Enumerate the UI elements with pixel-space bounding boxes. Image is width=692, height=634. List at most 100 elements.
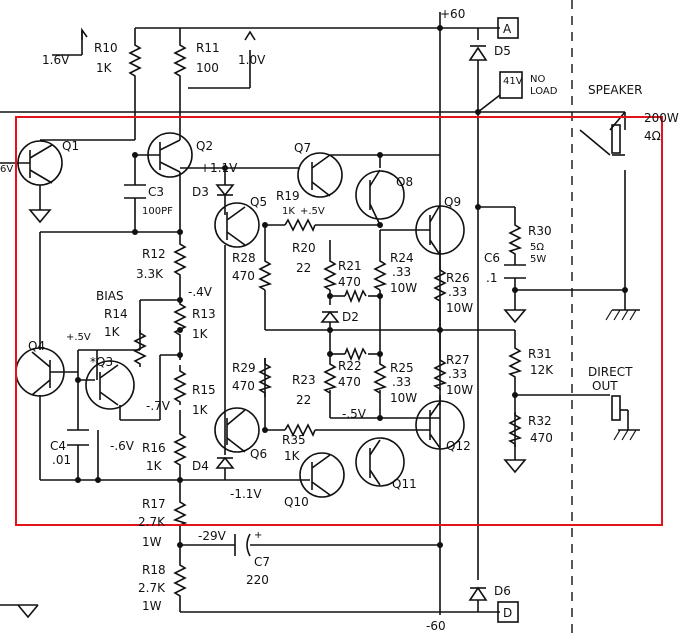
r23-value: 22 [296,393,311,407]
capacitors: + [67,184,526,557]
r29-label: R29 [232,361,256,375]
r21-label: R21 [338,259,362,273]
r24-watt: 10W [390,281,417,295]
r20-value: 22 [296,261,311,275]
speaker-label: SPEAKER [588,83,642,97]
r26-watt: 10W [446,301,473,315]
c6-label: C6 [484,251,500,265]
r22-value: 470 [338,375,361,389]
r28-value: 470 [232,269,255,283]
r14-value: 1K [104,325,121,339]
c7-label: C7 [254,555,270,569]
d5-label: D5 [494,44,511,58]
r25-label: R25 [390,361,414,375]
c4-label: C4 [50,439,66,453]
terminal-a-box [497,17,519,39]
r27-value: .33 [448,367,467,381]
q4-label: Q4 [28,339,45,353]
r20-label: R20 [292,241,316,255]
speaker-block [571,0,629,634]
d3-label: D3 [192,185,209,199]
q6-label: Q6 [250,447,267,461]
r10-label: R10 [94,41,118,55]
r30-value: 5Ω [530,242,544,253]
measure-arrows [52,27,501,113]
volt-plus-0-5-top: +.5V [300,206,325,217]
wires [0,12,626,615]
speaker-ohms: 4Ω [644,129,661,143]
r11-label: R11 [196,41,220,55]
c3-value: 100PF [142,206,173,217]
r12-value: 3.3K [136,267,164,281]
r11-value: 100 [196,61,219,75]
d4-label: D4 [192,459,209,473]
q8-label: Q8 [396,175,413,189]
q10-label: Q10 [284,495,309,509]
r32-value: 470 [530,431,553,445]
r21-value: 470 [338,275,361,289]
c7-value: 220 [246,573,269,587]
r10-value: 1K [96,61,113,75]
q3-label: *Q3 [90,355,113,369]
d6-label: D6 [494,584,511,598]
no-load-voltage: 41V [503,76,523,87]
q2-label: Q2 [196,139,213,153]
r30-label: R30 [528,224,552,238]
volt-minus-29: -29V [198,529,227,543]
direct-label: DIRECT [588,365,633,379]
r27-watt: 10W [446,383,473,397]
rail-pos-label: +60 [440,7,465,21]
r31-label: R31 [528,347,552,361]
q5-label: Q5 [250,195,267,209]
r16-label: R16 [142,441,166,455]
q1-label: Q1 [62,139,79,153]
volt-plus-0-5-left: +.5V [66,332,91,343]
bias-label: BIAS [96,289,124,303]
r14-label: R14 [104,307,128,321]
no-load-label: NO [530,74,545,85]
no-load-label-2: LOAD [530,86,558,97]
r23-label: R23 [292,373,316,387]
r13-value: 1K [192,327,209,341]
r18-label: R18 [142,563,166,577]
r17-label: R17 [142,497,166,511]
svg-text:+: + [254,530,262,541]
c6-value: .1 [486,271,497,285]
terminal-a-label: A [503,22,512,36]
c4-value: .01 [52,453,71,467]
r30-watt: 5W [530,254,546,265]
r24-label: R24 [390,251,414,265]
voltage-1-6: 1.6V [42,53,70,67]
q11-label: Q11 [392,477,417,491]
volt-plus-1-1: +1.1V [200,161,238,175]
r28-label: R28 [232,251,256,265]
r24-value: .33 [392,265,411,279]
rail-neg-label: -60 [426,619,446,633]
volt-6: 6V [0,164,13,175]
r27-label: R27 [446,353,470,367]
q12-label: Q12 [446,439,471,453]
r19-value: 1K [282,206,295,217]
terminal-d-box [497,601,519,623]
diodes [215,45,488,601]
r35-label: R35 [282,433,306,447]
r31-value: 12K [530,363,554,377]
resistors [128,40,523,600]
junction-dots [75,25,628,548]
highlight-box [15,116,663,526]
r15-value: 1K [192,403,209,417]
r17-value: 2.7K [138,515,166,529]
r26-label: R26 [446,271,470,285]
r18-value: 2.7K [138,581,166,595]
q9-label: Q9 [444,195,461,209]
r19-label: R19 [276,189,300,203]
c3-label: C3 [148,185,164,199]
r13-label: R13 [192,307,216,321]
no-load-box [499,71,523,99]
r16-value: 1K [146,459,163,473]
r26-value: .33 [448,285,467,299]
r29-value: 470 [232,379,255,393]
r15-label: R15 [192,383,216,397]
r12-label: R12 [142,247,166,261]
